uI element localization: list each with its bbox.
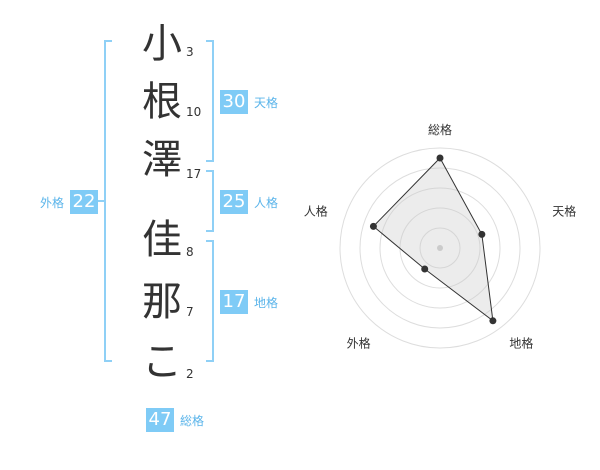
radar-ring [339,147,541,349]
radar-ring [379,187,501,309]
jinkaku-value: 25 [220,190,248,214]
radar-area [372,157,494,322]
chikaku-label: 地格 [254,296,279,310]
radar-ring [359,167,521,329]
stroke-count-2: 10 [186,105,202,119]
stroke-count-3: 17 [186,167,202,181]
radar-axis-label-5: 人格 [304,204,328,219]
chikaku-bracket [206,240,214,362]
name-char-2: 根 [142,79,182,125]
stroke-count-5: 7 [186,305,194,319]
radar-point-5 [369,222,377,230]
gaikaku-bracket-tick [98,200,104,202]
radar-axis-label-1: 総格 [428,122,452,137]
name-char-4: 佳 [142,217,182,263]
radar-point-2 [478,230,486,238]
name-char-3: 澤 [142,137,182,183]
radar-axis-label-3: 地格 [509,335,533,350]
stroke-count-1: 3 [186,45,194,59]
radar-ring [419,227,461,269]
soukaku-value: 47 [146,408,174,432]
tenkaku-label: 天格 [254,96,279,110]
tenkaku-bracket [206,40,214,162]
chikaku-value: 17 [220,290,248,314]
stroke-count-4: 8 [186,245,194,259]
radar-point-4 [421,265,429,273]
gaikaku-bracket [104,40,112,362]
name-char-5: 那 [142,279,182,325]
radar-point-3 [489,317,497,325]
soukaku-label: 総格 [180,414,205,428]
radar-point-1 [436,154,444,162]
name-char-1: 小 [142,21,182,67]
jinkaku-bracket [206,170,214,232]
tenkaku-value: 30 [220,90,248,114]
stroke-count-6: 2 [186,367,194,381]
name-char-6: こ [142,339,182,385]
gaikaku-label: 外格 [40,196,65,210]
radar-axis-label-4: 外格 [347,335,371,350]
gaikaku-value: 22 [70,190,98,214]
radar-axis-label-2: 天格 [552,204,576,219]
jinkaku-label: 人格 [254,196,279,210]
radar-center [437,245,443,251]
